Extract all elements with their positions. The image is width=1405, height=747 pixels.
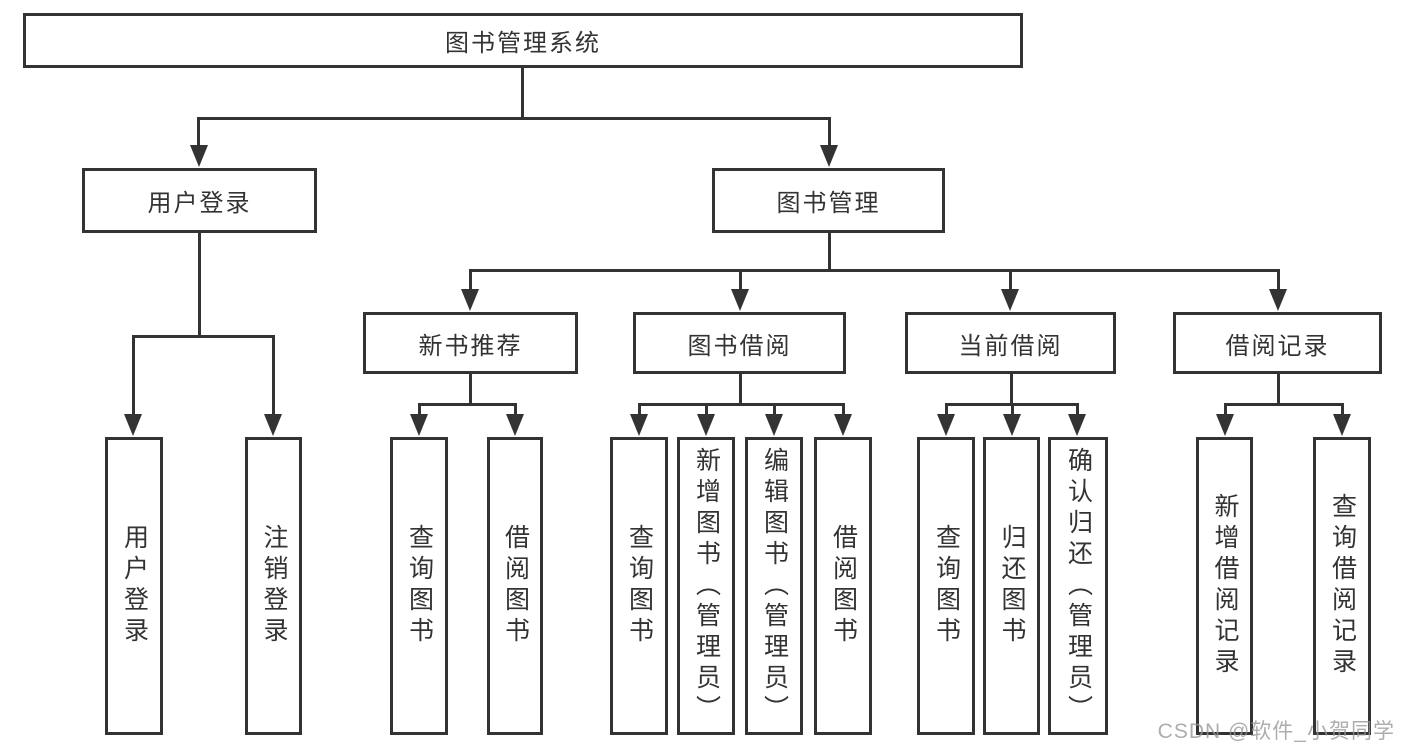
edge-drop [418,403,421,416]
arrow-down-icon [630,414,648,436]
arrow-down-icon [1269,289,1287,311]
node-new-book-recommendation: 新书推荐 [363,312,578,374]
edge-user-login-branch [132,335,275,338]
edge-drop [739,269,742,291]
arrow-down-icon [1001,289,1019,311]
arrow-down-icon [1068,414,1086,436]
arrow-down-icon [820,145,838,167]
arrow-down-icon [1333,414,1351,436]
leaf-query-books-current: 查询图书 [917,437,975,735]
edge-drop [705,403,708,416]
node-book-borrowing: 图书借阅 [633,312,846,374]
edge-root-branch [197,117,830,120]
leaf-query-borrow-record: 查询借阅记录 [1313,437,1371,735]
edge-root-stem [521,68,524,119]
edge-user-login-drop [197,117,200,147]
leaf-query-books-borrowing: 查询图书 [610,437,668,735]
arrow-down-icon [697,414,715,436]
leaf-add-book-admin: 新增图书（管理员） [677,437,735,735]
node-user-login: 用户登录 [82,168,317,233]
leaf-user-login: 用户登录 [105,437,163,735]
edge-drop [1011,403,1014,416]
edge-borrow-records-branch [1224,403,1344,406]
arrow-down-icon [834,414,852,436]
edge-drop [272,335,275,416]
arrow-down-icon [410,414,428,436]
edge-drop [132,335,135,416]
edge-drop [1277,269,1280,291]
leaf-confirm-return-admin: 确认归还（管理员） [1048,437,1108,735]
edge-book-management-branch [469,269,1280,272]
edge-new-book-branch [418,403,517,406]
edge-book-borrow-branch [638,403,845,406]
node-book-management: 图书管理 [712,168,945,233]
edge-user-login-stem [198,233,201,337]
leaf-logout-login: 注销登录 [245,437,302,735]
arrow-down-icon [506,414,524,436]
edge-book-management-stem [828,233,831,272]
leaf-query-books-recommend: 查询图书 [390,437,448,735]
edge-new-book-stem [469,374,472,405]
arrow-down-icon [1003,414,1021,436]
edge-drop [514,403,517,416]
edge-current-borrow-stem [1010,374,1013,405]
edge-drop [1076,403,1079,416]
leaf-borrow-books-borrowing: 借阅图书 [814,437,872,735]
edge-book-management-drop [828,117,831,147]
leaf-edit-book-admin: 编辑图书（管理员） [745,437,803,735]
edge-drop [1009,269,1012,291]
leaf-return-books: 归还图书 [983,437,1040,735]
edge-borrow-records-stem [1277,374,1280,405]
edge-drop [1341,403,1344,416]
node-library-management-system: 图书管理系统 [23,13,1023,68]
edge-drop [469,269,472,291]
arrow-down-icon [264,414,282,436]
node-borrowing-records: 借阅记录 [1173,312,1382,374]
arrow-down-icon [190,145,208,167]
edge-drop [1224,403,1227,416]
arrow-down-icon [765,414,783,436]
csdn-watermark: CSDN @软件_小贺同学 [1157,720,1395,743]
arrow-down-icon [1216,414,1234,436]
edge-book-borrow-stem [739,374,742,405]
leaf-borrow-books-recommend: 借阅图书 [487,437,543,735]
arrow-down-icon [937,414,955,436]
edge-drop [945,403,948,416]
edge-drop [842,403,845,416]
arrow-down-icon [461,289,479,311]
arrow-down-icon [124,414,142,436]
edge-drop [773,403,776,416]
edge-drop [638,403,641,416]
leaf-add-borrow-record: 新增借阅记录 [1196,437,1253,735]
node-current-borrowing: 当前借阅 [905,312,1116,374]
arrow-down-icon [731,289,749,311]
